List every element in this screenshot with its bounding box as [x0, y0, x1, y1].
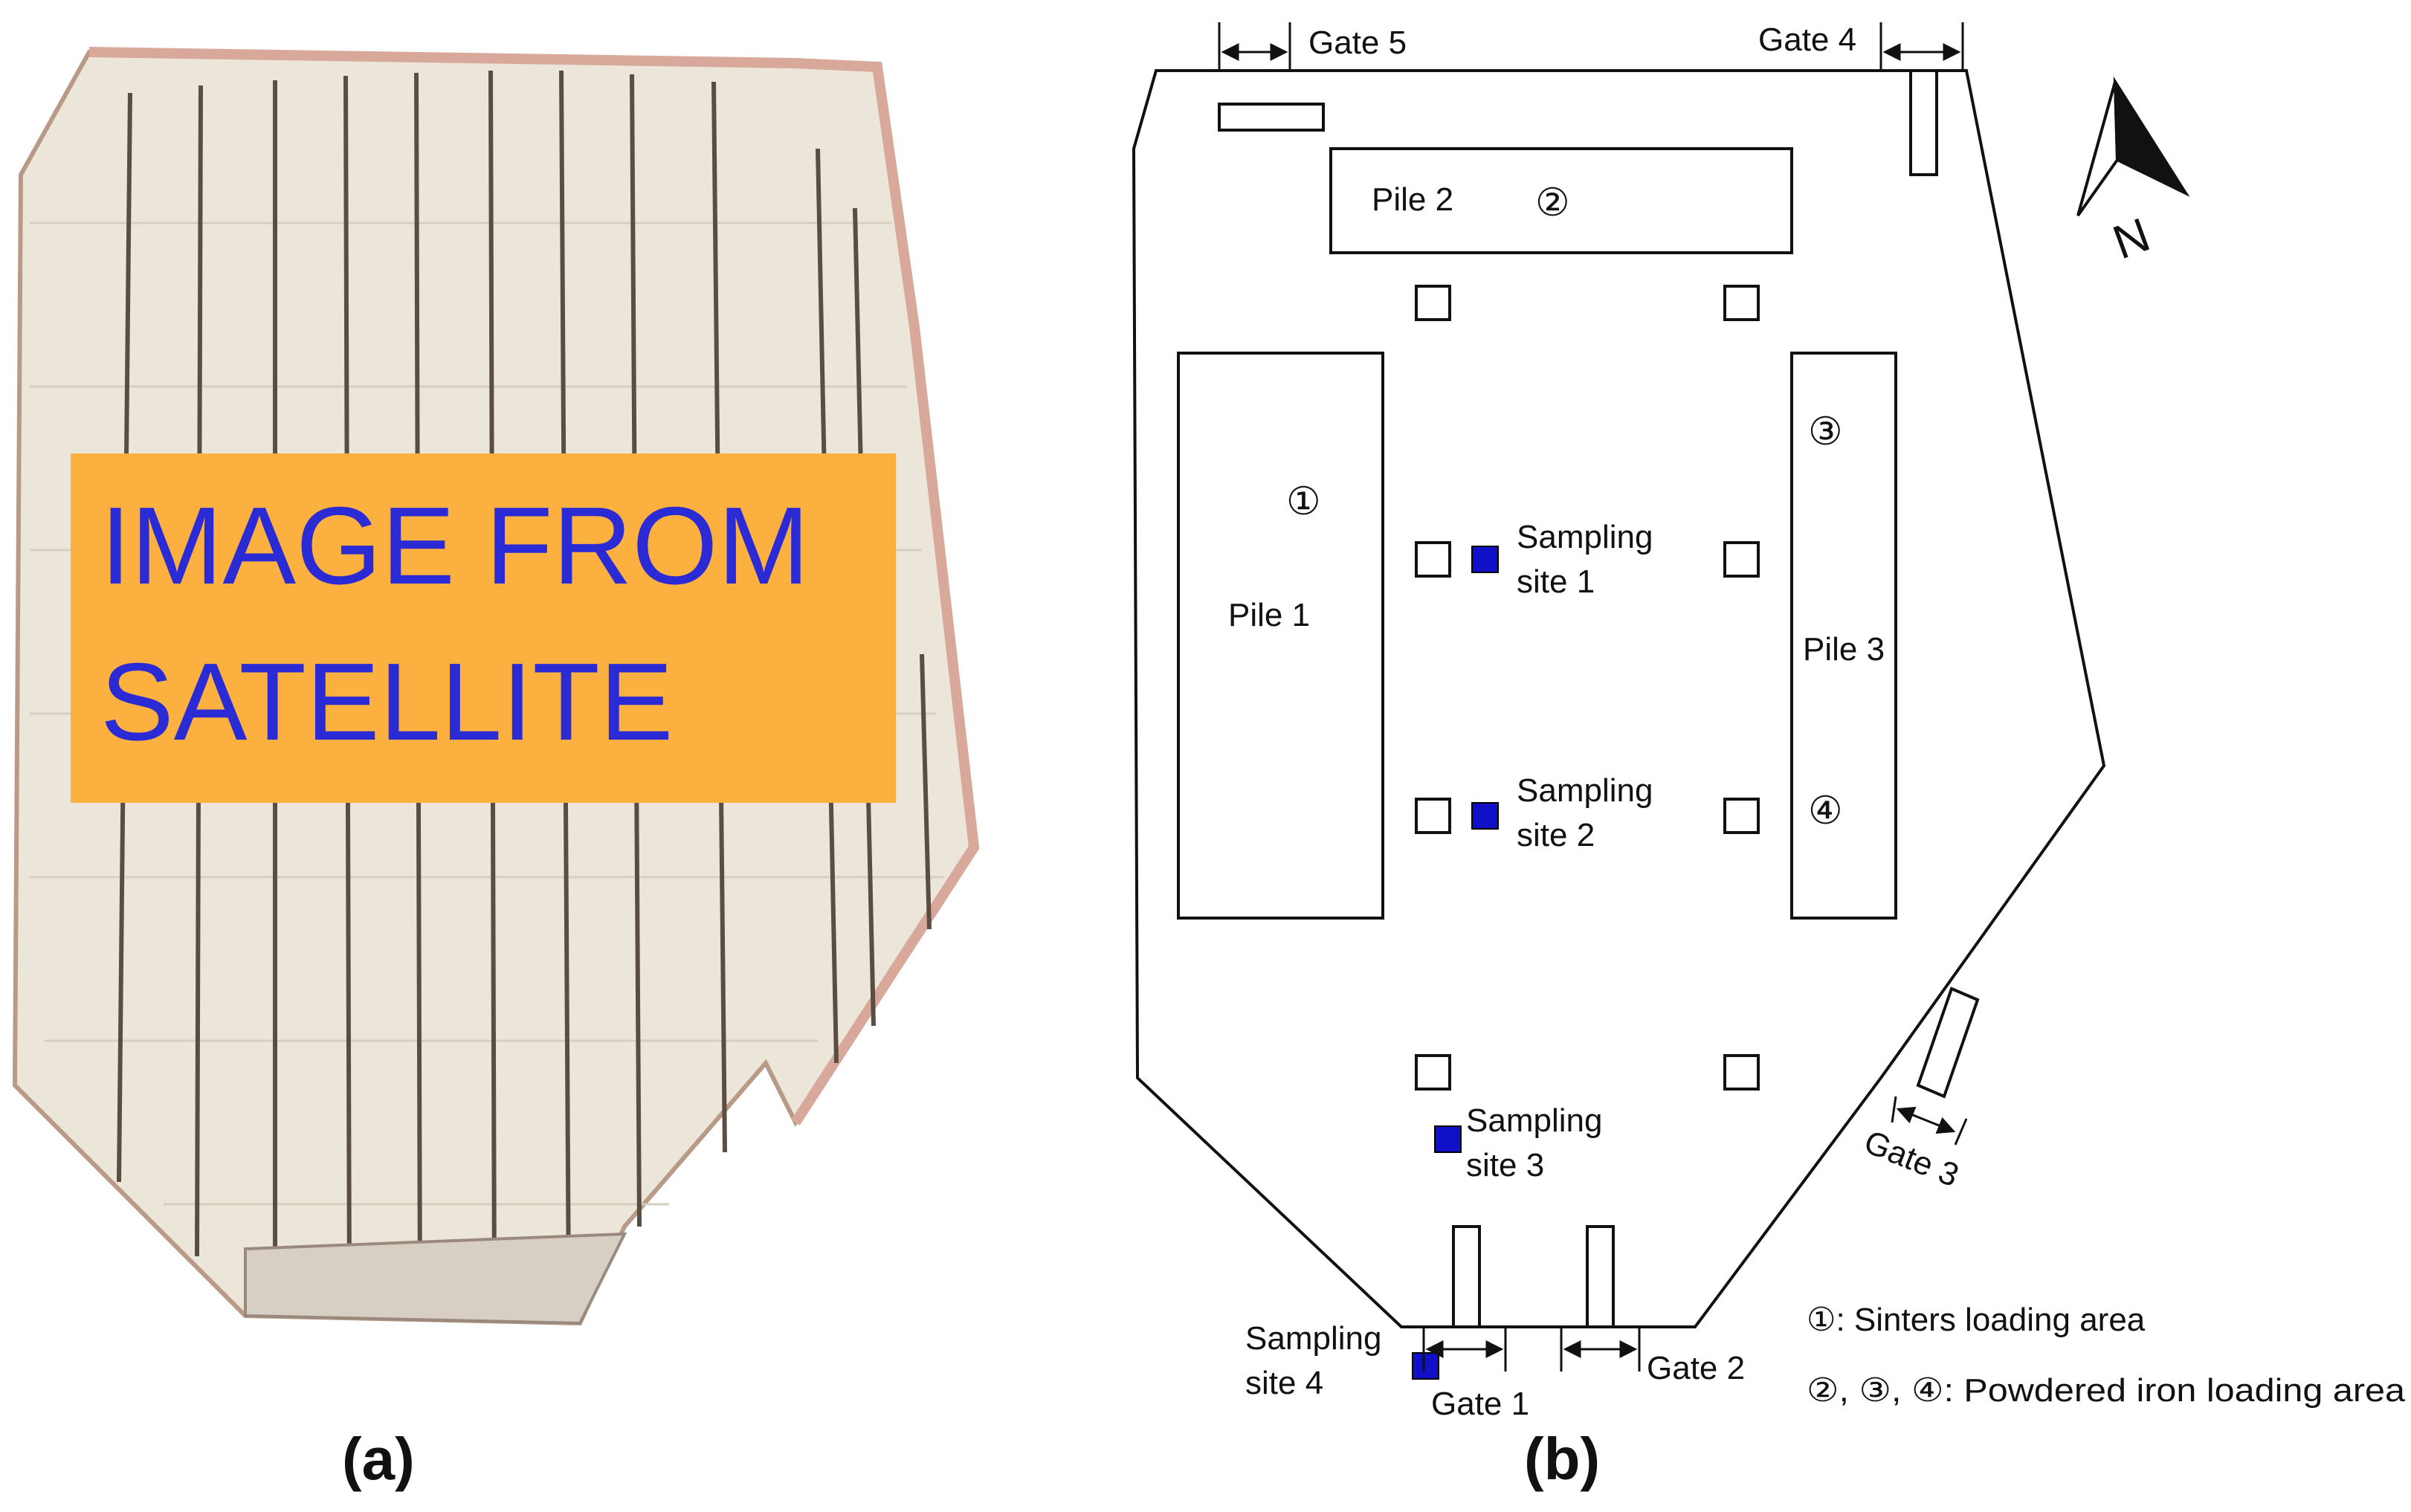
marker-3: ③	[1808, 410, 1843, 453]
pile-1	[1177, 352, 1384, 920]
pile-2-label: Pile 2	[1372, 181, 1453, 218]
sampling-site-4-marker	[1412, 1352, 1439, 1380]
gate-2-label: Gate 2	[1647, 1350, 1745, 1386]
columns	[1415, 285, 1760, 1091]
marker-2: ②	[1535, 181, 1570, 224]
gate-5-label: Gate 5	[1308, 25, 1407, 61]
column	[1723, 285, 1760, 321]
north-arrow-icon	[2076, 76, 2190, 217]
marker-1: ①	[1286, 480, 1321, 523]
gate-3-structure	[1916, 986, 1980, 1099]
pile-2	[1329, 147, 1793, 254]
sampling-site-1-marker	[1471, 546, 1499, 573]
small-structure	[1218, 103, 1325, 132]
north-label: N	[2106, 207, 2157, 269]
caption-a: (a)	[342, 1426, 415, 1492]
legend-line-1: ①: Sinters loading area	[1807, 1302, 2146, 1338]
site-diagram	[1132, 69, 2106, 1328]
sampling-site-4-label-line1: Sampling	[1245, 1320, 1381, 1357]
sampling-site-3-marker	[1434, 1125, 1462, 1153]
sampling-site-1-label-line2: site 1	[1517, 563, 1595, 600]
sampling-site-2-label-line2: site 2	[1517, 817, 1595, 853]
satellite-image: IMAGE FROM SATELLITE	[12, 47, 980, 1326]
column	[1723, 798, 1760, 834]
sampling-site-2-marker	[1471, 802, 1499, 830]
legend-line-2: ②, ③, ④: Powdered iron loading area	[1807, 1372, 2406, 1409]
roof-annex	[244, 1232, 627, 1325]
site-boundary	[1132, 69, 2106, 1328]
gate-3-label: Gate 3	[1859, 1123, 1964, 1194]
column	[1415, 798, 1451, 834]
pile-3	[1790, 352, 1897, 920]
pile-1-label: Pile 1	[1228, 597, 1310, 633]
caption-b: (b)	[1524, 1426, 1600, 1492]
roof-edge	[88, 47, 980, 1125]
gate-1-label: Gate 1	[1431, 1386, 1529, 1422]
column	[1415, 541, 1451, 578]
overlay-box	[71, 453, 896, 803]
diagram-labels: Gate 5 Gate 4 Gate 1 Gate 2 Gate 3 Pile …	[1228, 22, 2406, 1422]
gate-2-structure	[1586, 1225, 1615, 1328]
column	[1723, 1054, 1760, 1091]
gate-4-structure	[1909, 69, 1938, 176]
marker-4: ④	[1808, 789, 1843, 833]
gate-dimension-arrows	[1218, 22, 1968, 1372]
sampling-site-3-label-line1: Sampling	[1466, 1102, 1602, 1139]
sampling-sites	[1412, 546, 1499, 1380]
gate-4-label: Gate 4	[1758, 22, 1856, 58]
sampling-site-4-label-line2: site 4	[1245, 1365, 1323, 1401]
sampling-site-3-label-line2: site 3	[1466, 1147, 1544, 1183]
sampling-site-2-label-line1: Sampling	[1517, 772, 1653, 809]
column	[1415, 1054, 1451, 1091]
gate-1-structure	[1452, 1225, 1481, 1328]
column	[1415, 285, 1451, 321]
sampling-site-1-label-line1: Sampling	[1517, 519, 1653, 555]
overlay-text-line2: SATELLITE	[100, 641, 673, 763]
overlay-text-line1: IMAGE FROM	[100, 485, 810, 607]
pile-3-label: Pile 3	[1803, 631, 1885, 668]
column	[1723, 541, 1760, 578]
